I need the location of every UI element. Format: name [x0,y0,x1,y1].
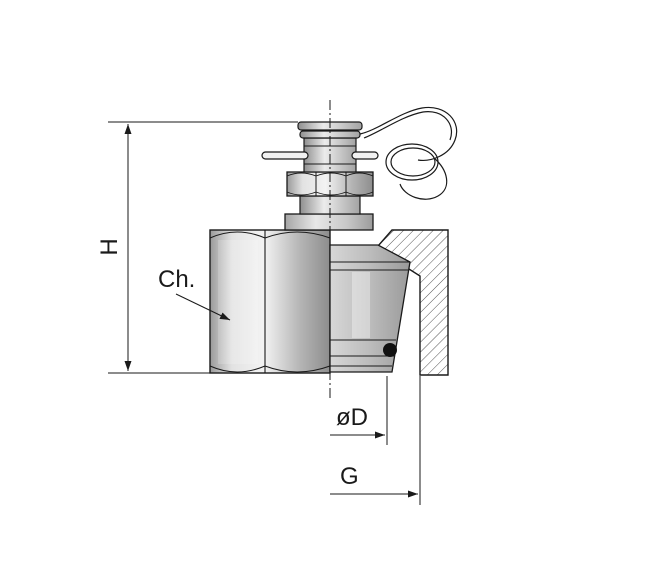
dimension-bore-label: øD [336,404,368,431]
dimension-h [108,121,298,374]
o-ring-seal [383,343,397,357]
retaining-clip [261,106,458,200]
pin-stem [297,121,363,173]
collar [284,195,374,231]
dimension-thread [330,376,421,505]
hex-size-leader [175,293,231,321]
dimension-thread-label: G [340,463,359,490]
dimension-h-label: H [96,238,123,255]
inner-insert [329,244,411,373]
hex-body [209,229,331,374]
hex-size-label: Ch. [158,266,195,293]
dimension-bore [330,376,388,445]
